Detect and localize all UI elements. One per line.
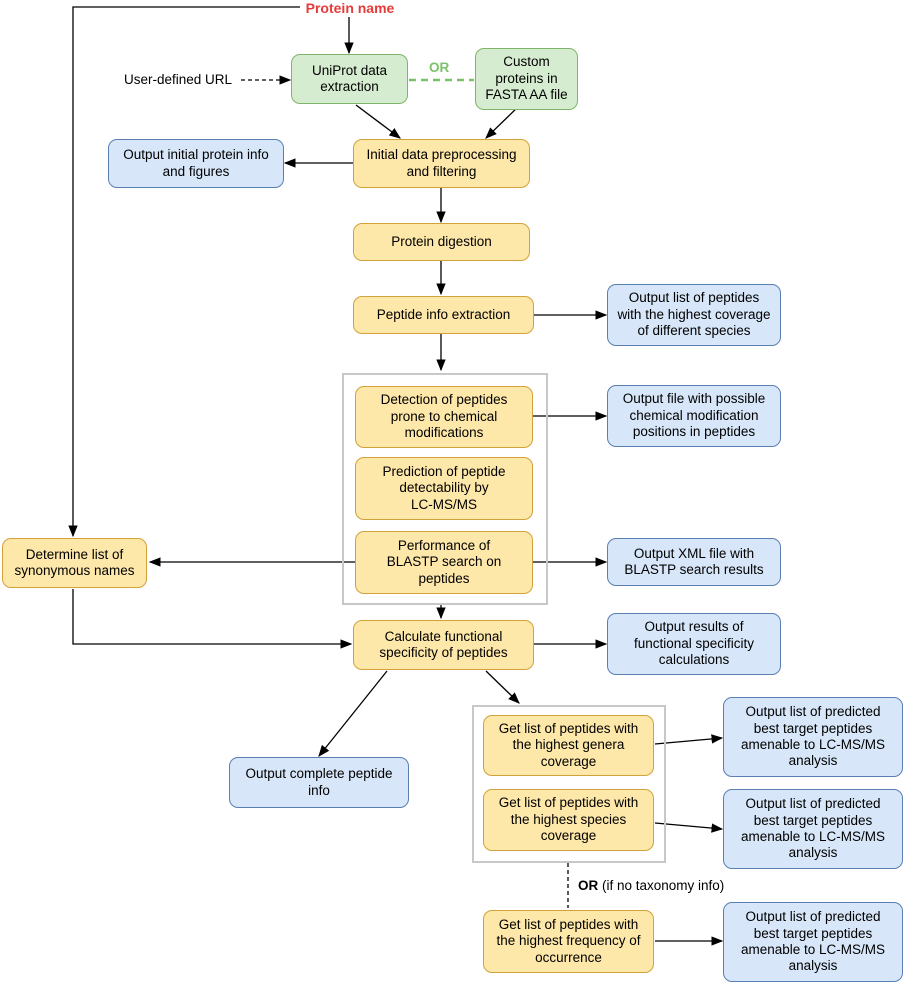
arrow-custom-preprocess — [485, 104, 521, 139]
arrow-uniprot-preprocess — [355, 104, 401, 139]
output-functional-results-node[interactable]: Output results of functional specificity… — [607, 613, 781, 675]
arrow-genera-outgenera — [654, 734, 724, 745]
or-note: (if no taxonomy info) — [598, 878, 725, 893]
arrow-species-outspecies — [654, 822, 724, 833]
preprocessing-node[interactable]: Initial data preprocessing and filtering — [353, 139, 530, 188]
output-species-node[interactable]: Output list of predicted best target pep… — [723, 789, 903, 869]
output-frequency-node[interactable]: Output list of predicted best target pep… — [723, 902, 903, 982]
arrow-synonyms-functional — [72, 589, 353, 649]
taxonomy-coverage-group — [472, 705, 666, 863]
output-peptide-list-node[interactable]: Output list of peptides with the highest… — [607, 284, 781, 346]
arrow-functional-group2 — [485, 670, 520, 704]
frequency-occurrence-node[interactable]: Get list of peptides with the highest fr… — [483, 910, 654, 973]
functional-specificity-node[interactable]: Calculate functional specificity of pept… — [353, 620, 534, 670]
uniprot-extraction-node[interactable]: UniProt data extraction — [291, 54, 408, 104]
or-keyword: OR — [578, 878, 599, 893]
predict-detectability-node[interactable]: Prediction of peptide detectability by L… — [355, 457, 533, 520]
genera-coverage-node[interactable]: Get list of peptides with the highest ge… — [483, 715, 654, 776]
or-label: OR — [429, 60, 450, 75]
blastp-search-node[interactable]: Performance of BLASTP search on peptides — [355, 531, 533, 594]
output-initial-info-node[interactable]: Output initial protein info and figures — [108, 139, 284, 188]
arrow-title-synonyms — [68, 6, 300, 538]
user-url-label: User-defined URL — [124, 72, 233, 87]
output-xml-node[interactable]: Output XML file with BLASTP search resul… — [607, 538, 781, 586]
or-no-taxonomy-label: OR (if no taxonomy info) — [578, 878, 724, 893]
output-complete-info-node[interactable]: Output complete peptide info — [229, 757, 409, 808]
protein-name-title: Protein name — [305, 0, 395, 16]
custom-proteins-node[interactable]: Custom proteins in FASTA AA file — [475, 48, 578, 110]
synonymous-names-node[interactable]: Determine list of synonymous names — [2, 538, 147, 588]
peptide-analysis-group — [342, 373, 548, 605]
output-modifications-node[interactable]: Output file with possible chemical modif… — [607, 385, 781, 447]
species-coverage-node[interactable]: Get list of peptides with the highest sp… — [483, 789, 654, 851]
peptide-info-extraction-node[interactable]: Peptide info extraction — [353, 296, 534, 334]
protein-digestion-node[interactable]: Protein digestion — [353, 223, 530, 261]
detect-modifications-node[interactable]: Detection of peptides prone to chemical … — [355, 386, 533, 448]
arrow-functional-outcomplete — [318, 670, 388, 757]
output-genera-node[interactable]: Output list of predicted best target pep… — [723, 697, 903, 777]
